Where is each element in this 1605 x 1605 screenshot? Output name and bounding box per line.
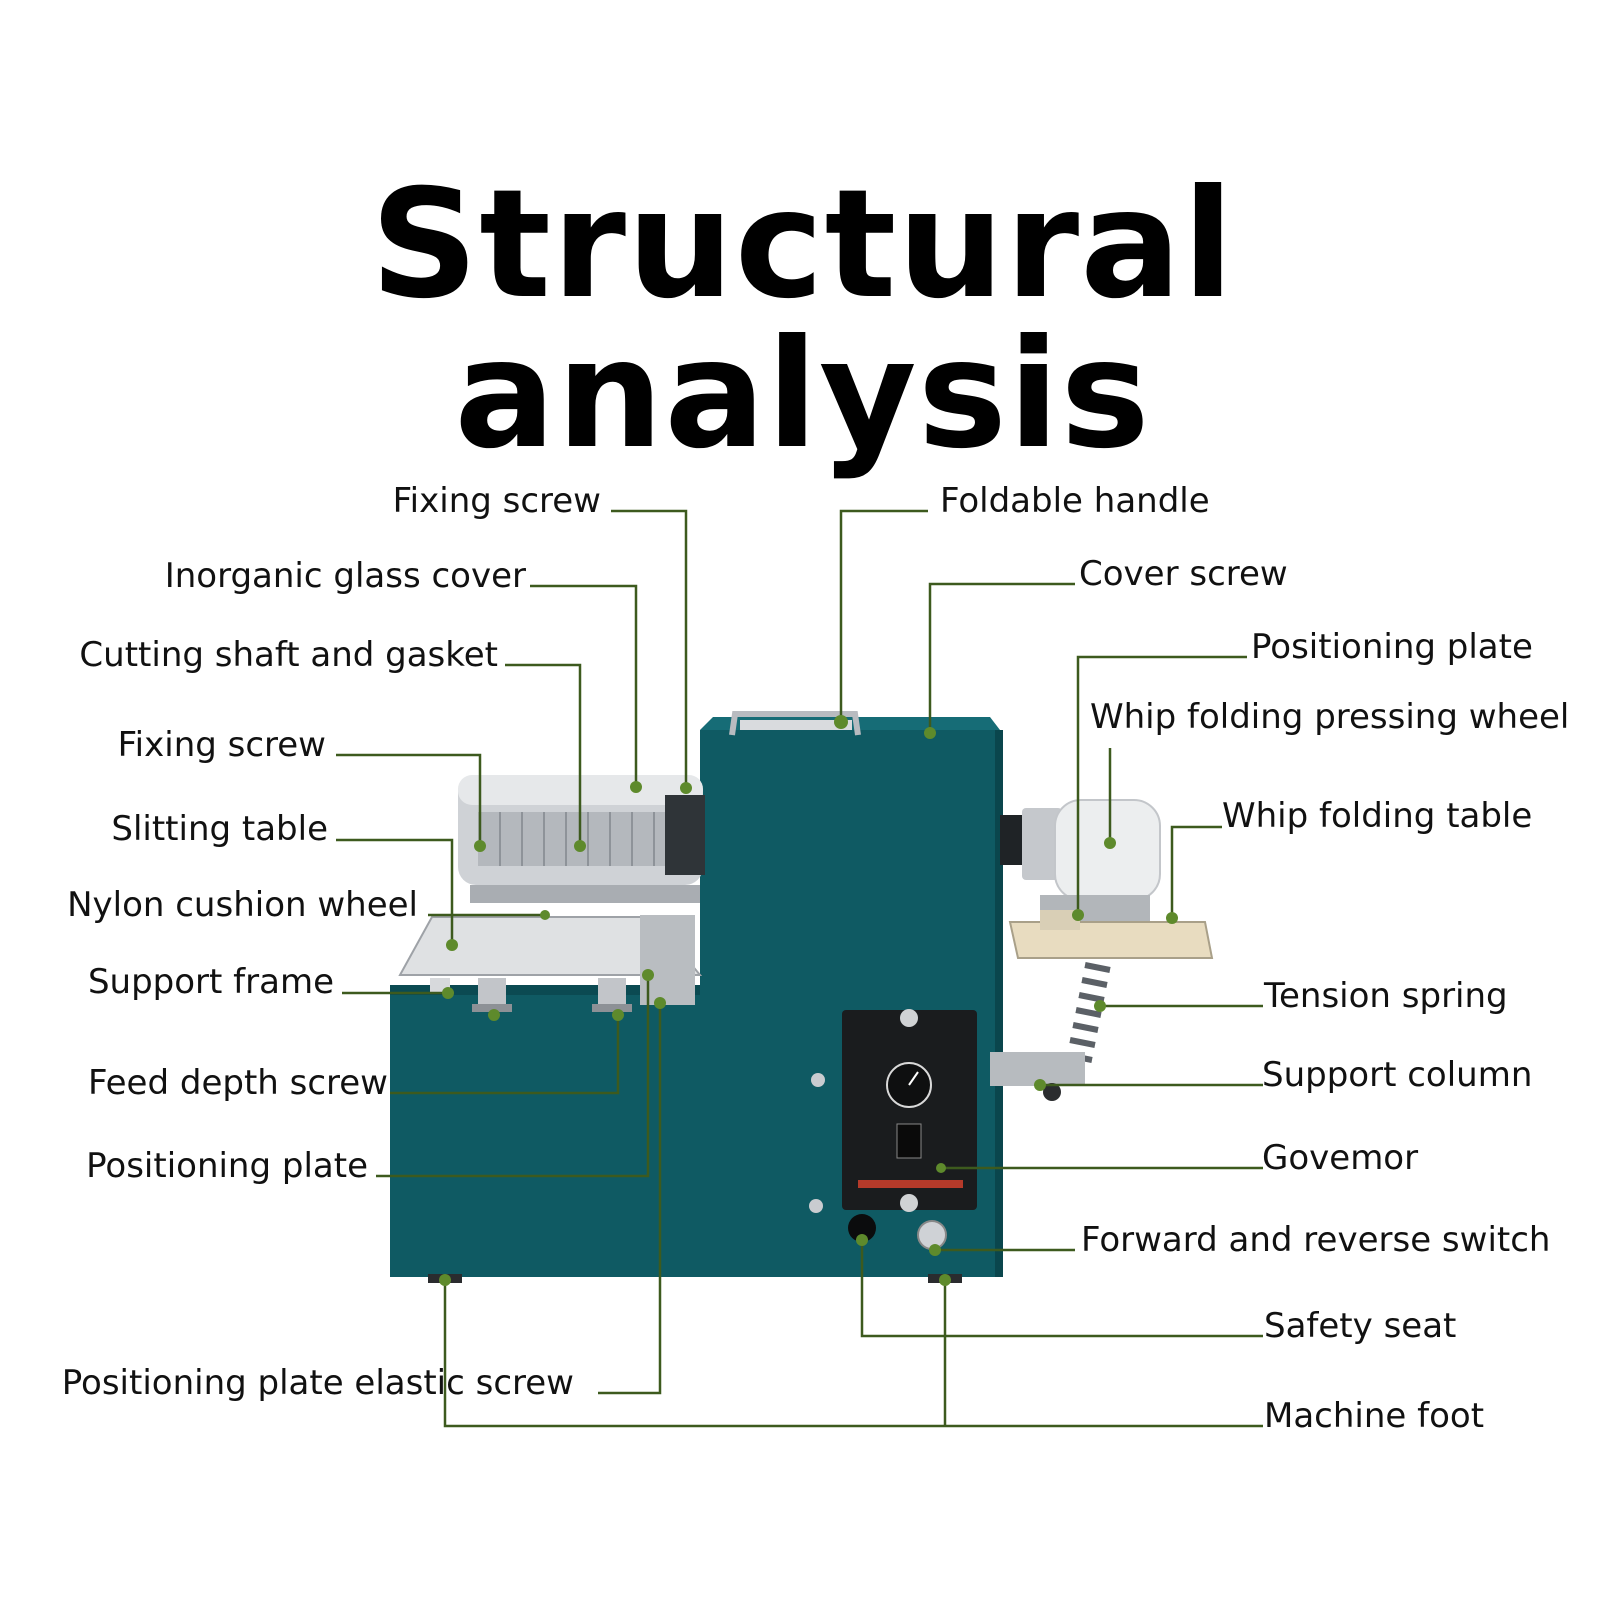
label-support-column: Support column: [1262, 1055, 1532, 1095]
leader-elastic-screw: [598, 1003, 662, 1395]
label-machine-foot: Machine foot: [1264, 1396, 1484, 1436]
label-feed-depth-screw: Feed depth screw: [88, 1063, 388, 1103]
power-switch: [896, 1123, 922, 1159]
label-positioning-plate-right: Positioning plate: [1251, 627, 1533, 667]
label-fixing-screw-side: Fixing screw: [118, 725, 326, 765]
pressing-wheel-part: [1054, 799, 1161, 901]
label-foldable-handle: Foldable handle: [940, 481, 1210, 521]
label-positioning-plate-left: Positioning plate: [86, 1146, 368, 1186]
leader-whip-folding-table: [1170, 825, 1222, 918]
leader-machine-foot-left: [443, 1280, 1263, 1428]
label-cover-screw: Cover screw: [1079, 554, 1288, 594]
safety-seat-part: [848, 1214, 876, 1242]
label-slitting-table: Slitting table: [111, 809, 328, 849]
label-fixing-screw-top: Fixing screw: [393, 481, 601, 521]
leader-lines: [336, 509, 1263, 1428]
label-support-frame: Support frame: [88, 962, 334, 1002]
governor-box: [842, 1009, 977, 1212]
tension-spring-part: [1066, 962, 1111, 1063]
feed-depth-screws: [472, 978, 632, 1012]
label-positioning-plate-elastic-screw: Positioning plate elastic screw: [62, 1363, 574, 1403]
callout-labels: Fixing screw Inorganic glass cover Cutti…: [62, 481, 1570, 1436]
label-whip-folding-pressing-wheel: Whip folding pressing wheel: [1090, 697, 1569, 737]
leader-cover-screw: [928, 582, 1075, 733]
label-governor: Govemor: [1262, 1138, 1418, 1178]
leader-inorganic-glass-cover: [530, 584, 638, 787]
whip-folding-assembly: [990, 799, 1214, 1101]
forward-reverse-switch-part: [917, 1220, 947, 1250]
label-safety-seat: Safety seat: [1264, 1306, 1456, 1346]
foldable-handle-part: [729, 711, 861, 736]
leader-fixing-screw-side: [336, 753, 482, 846]
slitting-table-part: [398, 916, 703, 976]
cutting-shaft-part: [478, 812, 678, 866]
label-inorganic-glass-cover: Inorganic glass cover: [165, 556, 526, 596]
leader-foldable-handle: [839, 509, 928, 722]
leader-slitting-table: [336, 838, 454, 945]
label-nylon-cushion-wheel: Nylon cushion wheel: [67, 885, 418, 925]
label-forward-reverse-switch: Forward and reverse switch: [1081, 1220, 1550, 1260]
leader-dots: [439, 715, 1178, 1286]
label-cutting-shaft-and-gasket: Cutting shaft and gasket: [79, 635, 498, 675]
leader-safety-seat: [860, 1240, 1263, 1338]
leader-positioning-plate-left: [376, 975, 650, 1178]
machine-illustration: [390, 711, 1214, 1283]
label-tension-spring: Tension spring: [1263, 976, 1508, 1016]
label-whip-folding-table: Whip folding table: [1222, 796, 1532, 836]
whip-folding-table-part: [1008, 921, 1214, 959]
leader-positioning-plate-right: [1076, 655, 1247, 915]
leader-cutting-shaft: [505, 663, 582, 846]
leader-feed-depth-screw: [390, 1015, 620, 1095]
slitting-unit: [458, 775, 705, 903]
leader-fixing-screw-top: [611, 509, 688, 788]
diagram-title: Structural analysis: [370, 158, 1235, 482]
